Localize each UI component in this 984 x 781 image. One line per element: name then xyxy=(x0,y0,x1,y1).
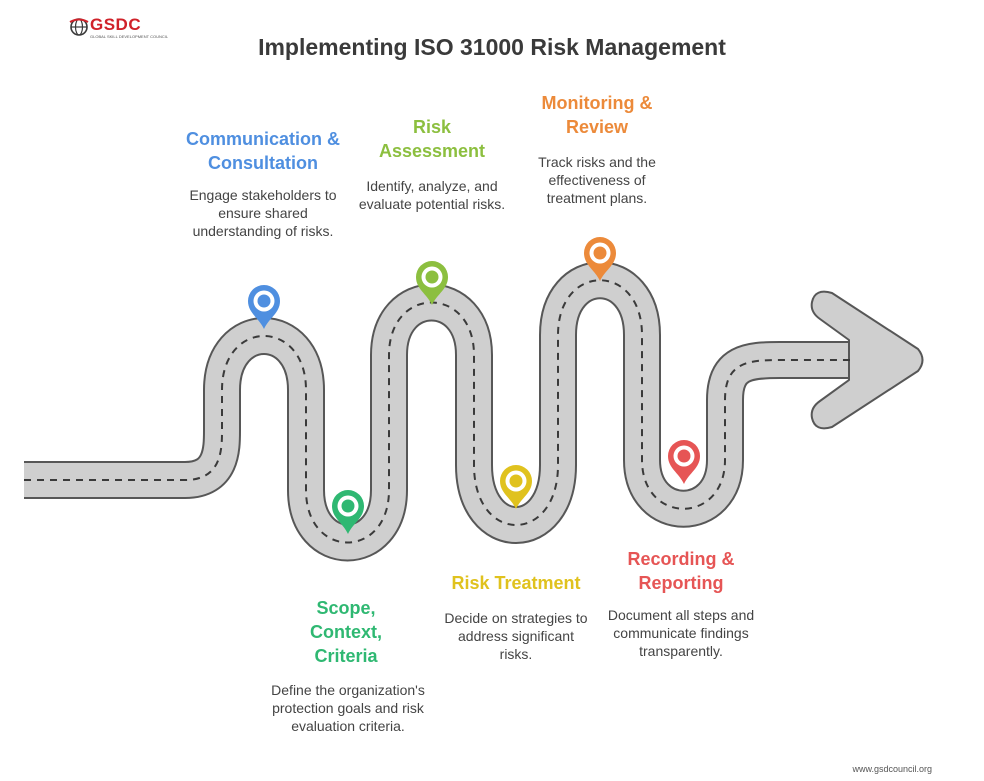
map-pin-icon-recording xyxy=(668,440,700,484)
step-markers xyxy=(248,237,700,534)
step-title-treatment: Risk Treatment xyxy=(451,573,581,593)
step-desc-communication: Engage stakeholders to ensure shared und… xyxy=(189,187,337,239)
map-pin-icon-monitoring xyxy=(584,237,616,281)
step-title-communication: Communication & Consultation xyxy=(185,129,340,173)
road-centerline xyxy=(24,279,850,544)
step-desc-treatment: Decide on strategies to address signific… xyxy=(444,610,588,662)
map-pin-icon-assessment xyxy=(416,261,448,305)
logo-subtext: GLOBAL SKILL DEVELOPMENT COUNCIL xyxy=(90,34,169,39)
step-title-scope: Scope, Context, Criteria xyxy=(310,598,382,666)
road-surface xyxy=(24,263,850,560)
map-pin-icon-scope xyxy=(332,490,364,534)
road xyxy=(24,261,924,562)
step-desc-assessment: Identify, analyze, and evaluate potentia… xyxy=(358,178,506,212)
step-desc-scope: Define the organization's protection goa… xyxy=(271,682,425,734)
footer-url: www.gsdcouncil.org xyxy=(852,764,932,774)
logo-text: GSDC xyxy=(90,15,142,34)
map-pin-icon-communication xyxy=(248,285,280,329)
step-desc-monitoring: Track risks and the effectiveness of tre… xyxy=(538,154,656,206)
step-desc-recording: Document all steps and communicate findi… xyxy=(607,607,755,659)
gsdc-logo: GSDC GLOBAL SKILL DEVELOPMENT COUNCIL xyxy=(68,14,168,40)
globe-icon xyxy=(69,18,89,36)
step-title-recording: Recording & Reporting xyxy=(627,549,735,593)
step-title-monitoring: Monitoring & Review xyxy=(541,93,653,137)
page-title: Implementing ISO 31000 Risk Management xyxy=(258,34,726,60)
map-pin-icon-treatment xyxy=(500,465,532,509)
road-arrow-head xyxy=(810,290,924,430)
step-title-assessment: Risk Assessment xyxy=(378,117,486,161)
